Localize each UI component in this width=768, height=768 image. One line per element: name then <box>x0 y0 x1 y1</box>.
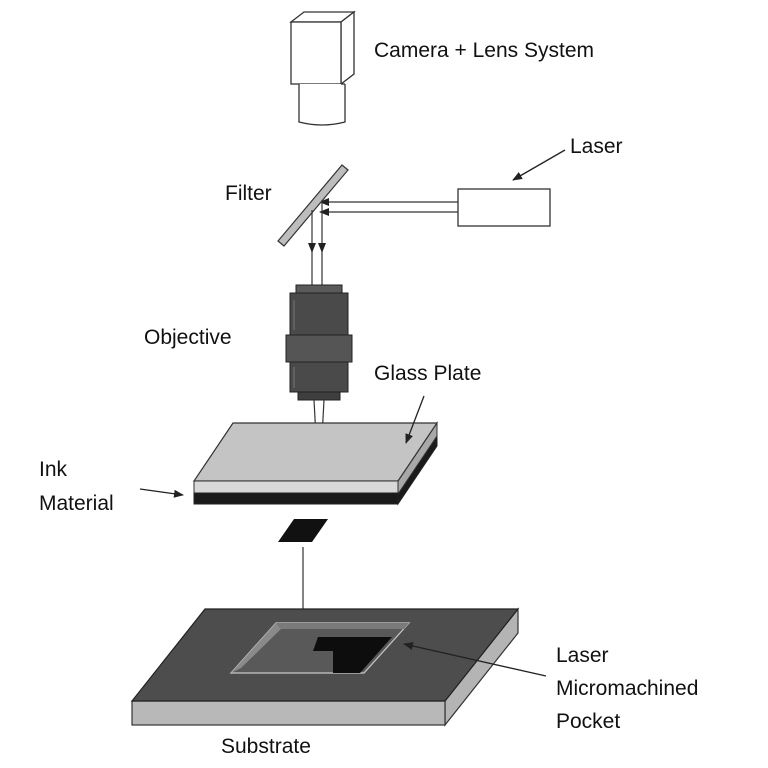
ink-label-line1: Ink <box>39 458 68 481</box>
substrate-front <box>131 700 446 726</box>
glass-plate <box>192 421 439 506</box>
camera-body-side <box>340 10 355 86</box>
objective-lens <box>285 284 353 401</box>
pocket-label-arrow <box>403 642 547 677</box>
laser-box <box>457 188 551 227</box>
camera-label: Camera + Lens System <box>374 39 594 62</box>
micromachined-pocket <box>229 622 411 674</box>
ink-material-layer <box>193 492 399 505</box>
glass-plate-front <box>193 480 399 494</box>
transferred-ink-voxel <box>278 519 328 542</box>
glass-plate-top <box>192 422 439 482</box>
glass-plate-label: Glass Plate <box>374 362 481 385</box>
laser-label: Laser <box>570 135 623 158</box>
ink-label-arrow <box>139 488 184 498</box>
objective-label: Objective <box>144 326 232 349</box>
camera-lens <box>298 84 346 126</box>
pocket-label-line1: Laser <box>556 644 609 667</box>
pocket-label-line2: Micromachined <box>556 677 698 700</box>
camera-body-front <box>290 21 342 85</box>
deposited-ink-in-pocket <box>313 637 392 673</box>
pocket-label-line3: Pocket <box>556 710 620 733</box>
substrate-label: Substrate <box>221 735 311 758</box>
glass-plate-label-arrow <box>405 395 425 444</box>
ink-label-line2: Material <box>39 492 114 515</box>
filter-plate <box>277 164 349 247</box>
filter-label: Filter <box>225 182 272 205</box>
camera-lens-system <box>289 10 356 126</box>
laser-label-arrow <box>512 149 566 181</box>
